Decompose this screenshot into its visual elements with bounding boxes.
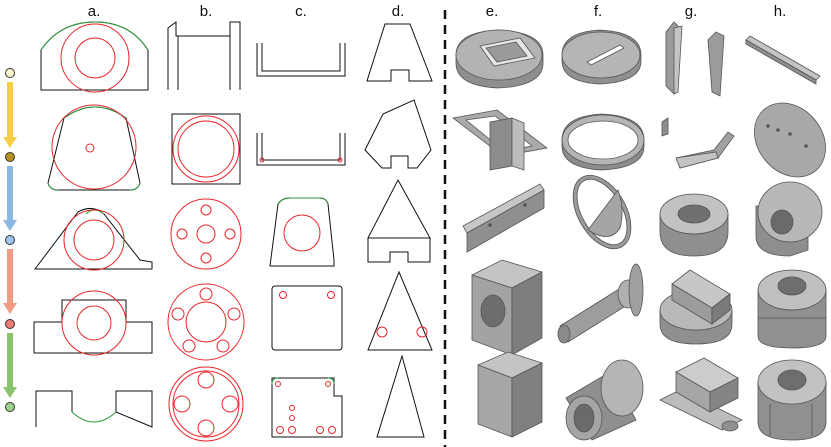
part-e-1 xyxy=(455,29,544,89)
timeline-arrowhead-4 xyxy=(3,387,17,398)
sketch-d-3 xyxy=(367,178,431,263)
sketch-b-3 xyxy=(170,198,242,270)
part-g-3 xyxy=(659,193,729,257)
timeline-segment-1 xyxy=(7,82,13,137)
sketch-a-5 xyxy=(35,390,153,428)
timeline-dot-4 xyxy=(5,319,15,329)
timeline-dot-2 xyxy=(5,152,15,162)
sketch-b-5 xyxy=(168,366,244,442)
part-e-2 xyxy=(452,109,548,171)
sketch-d-2 xyxy=(364,99,432,169)
column-label-g: g. xyxy=(685,3,698,20)
column-label-h: h. xyxy=(774,3,787,20)
timeline-dot-3 xyxy=(5,235,15,245)
part-g-1 xyxy=(665,21,725,97)
part-g-4 xyxy=(659,269,733,345)
timeline-dot-5 xyxy=(5,402,15,412)
timeline-segment-4 xyxy=(7,333,13,387)
part-e-3 xyxy=(462,183,545,253)
part-h-3 xyxy=(755,181,823,257)
timeline xyxy=(3,68,17,412)
column-label-b: b. xyxy=(200,3,213,20)
part-h-4 xyxy=(757,269,827,349)
sketch-b-2 xyxy=(171,113,241,185)
sketch-c-2 xyxy=(256,133,346,166)
sketch-d-5 xyxy=(376,354,425,438)
column-label-f: f. xyxy=(594,3,602,20)
sketch-c-3 xyxy=(269,197,335,267)
sketch-d-1 xyxy=(366,23,433,82)
part-e-5 xyxy=(476,351,544,438)
column-label-e: e. xyxy=(486,3,499,20)
part-f-5 xyxy=(565,359,644,441)
part-g-2 xyxy=(661,117,735,169)
timeline-arrowhead-1 xyxy=(3,137,17,148)
timeline-segment-2 xyxy=(7,166,13,220)
timeline-segment-3 xyxy=(7,249,13,303)
sketch-a-3 xyxy=(33,208,153,271)
part-f-4 xyxy=(557,263,644,344)
sketch-a-1 xyxy=(40,21,149,93)
part-f-2 xyxy=(561,113,645,171)
part-e-4 xyxy=(470,259,544,356)
sketch-a-2 xyxy=(47,104,141,191)
sketch-c-1 xyxy=(256,43,346,77)
sketch-b-4 xyxy=(167,283,245,361)
sketch-b-1 xyxy=(167,21,241,90)
sketch-a-4 xyxy=(33,290,153,356)
sketch-d-4 xyxy=(367,270,433,351)
part-f-1 xyxy=(561,29,642,85)
sketch-c-4 xyxy=(271,285,343,351)
timeline-arrowhead-2 xyxy=(3,220,17,231)
sketch-c-5 xyxy=(271,377,343,438)
part-g-5 xyxy=(659,357,743,432)
part-h-5 xyxy=(757,359,827,441)
part-f-3 xyxy=(572,174,632,250)
part-h-1 xyxy=(745,35,821,85)
column-label-c: c. xyxy=(295,3,307,20)
column-label-a: a. xyxy=(88,3,101,20)
timeline-arrowhead-3 xyxy=(3,303,17,314)
timeline-dot-1 xyxy=(5,68,15,78)
part-h-2 xyxy=(754,102,826,178)
column-label-d: d. xyxy=(392,3,405,20)
